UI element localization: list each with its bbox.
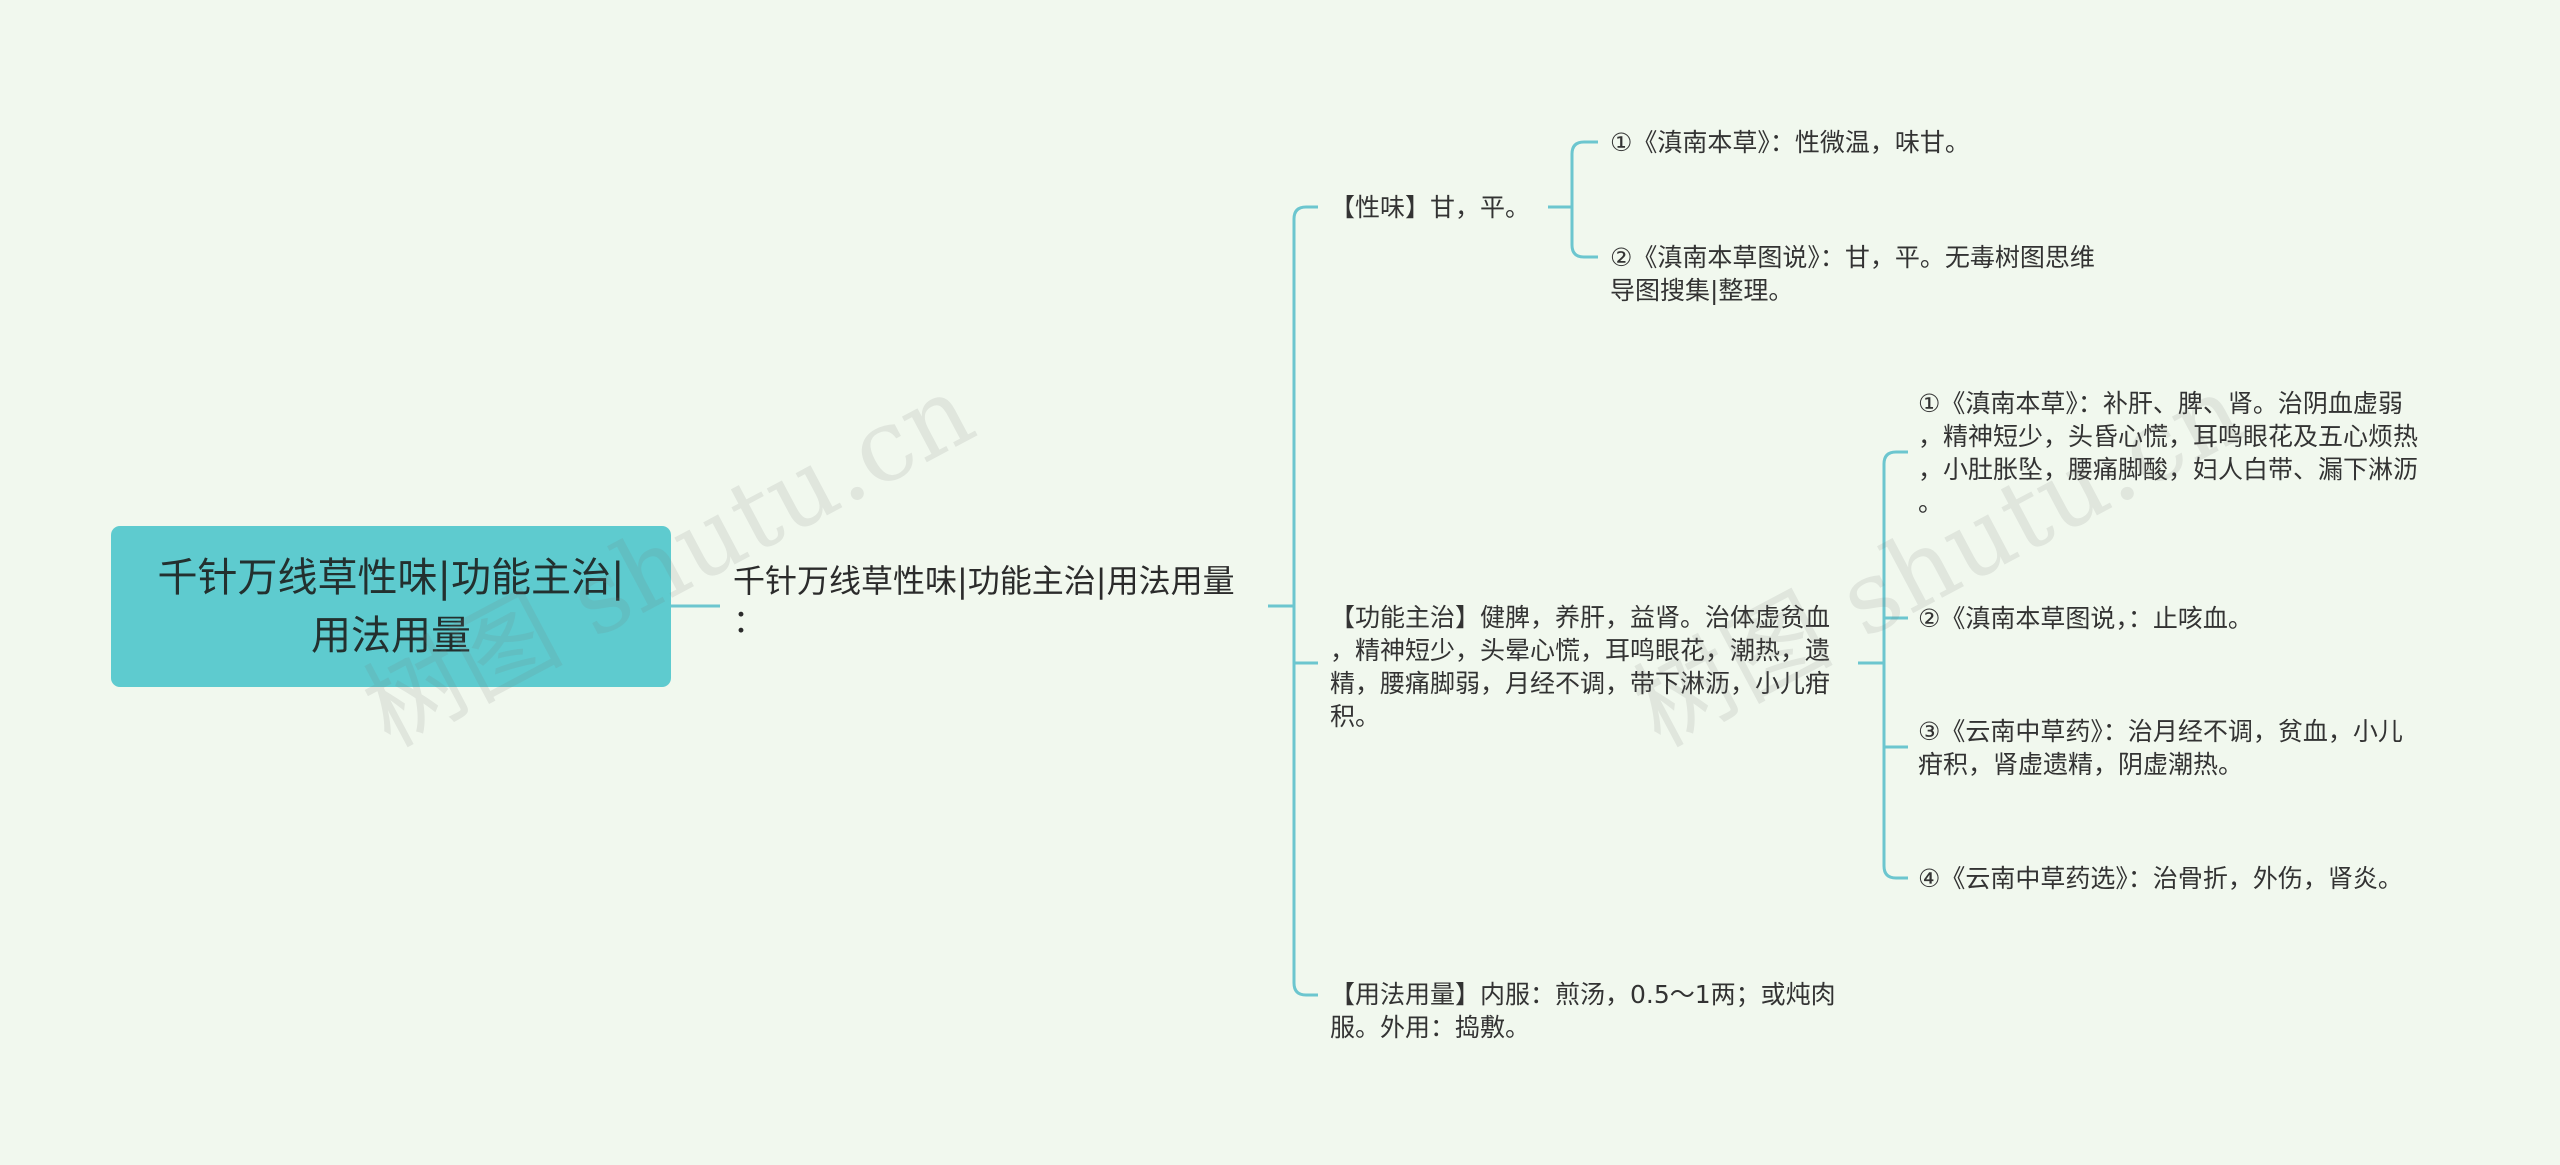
node-gongneng-ref4[interactable]: ④《云南中草药选》：治骨折，外伤，肾炎。 (1918, 862, 2478, 895)
branch-line1: 千针万线草性味|功能主治|用法用量 (733, 562, 1235, 600)
node-yongfa[interactable]: 【用法用量】内服：煎汤，0.5～1两；或炖肉服。外用：捣敷。 (1330, 978, 1890, 1044)
node-text-line: ，精神短少，头昏心慌，耳鸣眼花及五心烦热 (1918, 422, 2419, 451)
node-text-line: 【功能主治】健脾，养肝，益肾。治体虚贫血 (1330, 603, 1831, 632)
node-xingwei-ref1[interactable]: ①《滇南本草》：性微温，味甘。 (1610, 126, 2170, 159)
node-text-line: 积。 (1330, 702, 1381, 731)
node-gongneng-ref3[interactable]: ③《云南中草药》：治月经不调，贫血，小儿疳积，肾虚遗精，阴虚潮热。 (1918, 715, 2458, 781)
node-text-line: 服。外用：捣敷。 (1330, 1013, 1531, 1042)
node-text-line: 【用法用量】内服：煎汤，0.5～1两；或炖肉 (1330, 980, 1836, 1009)
node-text-line: 疳积，肾虚遗精，阴虚潮热。 (1918, 750, 2244, 779)
branch-line2: ： (733, 602, 766, 640)
node-text-line: ，精神短少，头晕心慌，耳鸣眼花，潮热，遗 (1330, 636, 1831, 665)
root-title-line2: 用法用量 (310, 612, 471, 659)
node-text-line: ②《滇南本草图说》：甘，平。无毒树图思维 (1610, 243, 2095, 272)
node-gongneng[interactable]: 【功能主治】健脾，养肝，益肾。治体虚贫血 ，精神短少，头晕心慌，耳鸣眼花，潮热，遗… (1330, 601, 1870, 733)
node-text-line: ②《滇南本草图说，：止咳血。 (1918, 604, 2253, 633)
root-node[interactable]: 千针万线草性味|功能主治| 用法用量 (111, 526, 671, 687)
node-text-line: 精，腰痛脚弱，月经不调，带下淋沥，小儿疳 (1330, 669, 1831, 698)
node-text-line: 【性味】甘，平。 (1330, 193, 1531, 222)
xingwei-bracket-leaf (1570, 244, 1598, 259)
node-text-line: ①《滇南本草》：性微温，味甘。 (1610, 128, 1970, 157)
gongneng-bracket-leaf (1882, 865, 1908, 880)
root-title-line1: 千针万线草性味|功能主治| (157, 554, 625, 601)
gongneng-bracket-leaf (1882, 450, 1908, 465)
node-text-line: ④《云南中草药选》：治骨折，外伤，肾炎。 (1918, 864, 2403, 893)
node-text-line: 。 (1918, 488, 1944, 517)
node-text-line: ③《云南中草药》：治月经不调，贫血，小儿 (1918, 717, 2403, 746)
node-text-line: 导图搜集|整理。 (1610, 276, 1794, 305)
node-text-line: ，小肚胀坠，腰痛脚酸，妇人白带、漏下淋沥 (1918, 455, 2419, 484)
branch-bracket-leaf (1292, 205, 1318, 220)
xingwei-bracket-leaf (1570, 140, 1598, 155)
node-xingwei-ref2[interactable]: ②《滇南本草图说》：甘，平。无毒树图思维导图搜集|整理。 (1610, 241, 2170, 307)
node-gongneng-ref2[interactable]: ②《滇南本草图说，：止咳血。 (1918, 602, 2458, 635)
branch-node[interactable]: 千针万线草性味|功能主治|用法用量 ： (733, 561, 1263, 641)
node-xingwei[interactable]: 【性味】甘，平。 (1330, 191, 1590, 224)
branch-bracket-leaf (1292, 982, 1318, 997)
node-text-line: ①《滇南本草》：补肝、脾、肾。治阴血虚弱 (1918, 389, 2403, 418)
node-gongneng-ref1[interactable]: ①《滇南本草》：补肝、脾、肾。治阴血虚弱 ，精神短少，头昏心慌，耳鸣眼花及五心烦热… (1918, 387, 2458, 519)
